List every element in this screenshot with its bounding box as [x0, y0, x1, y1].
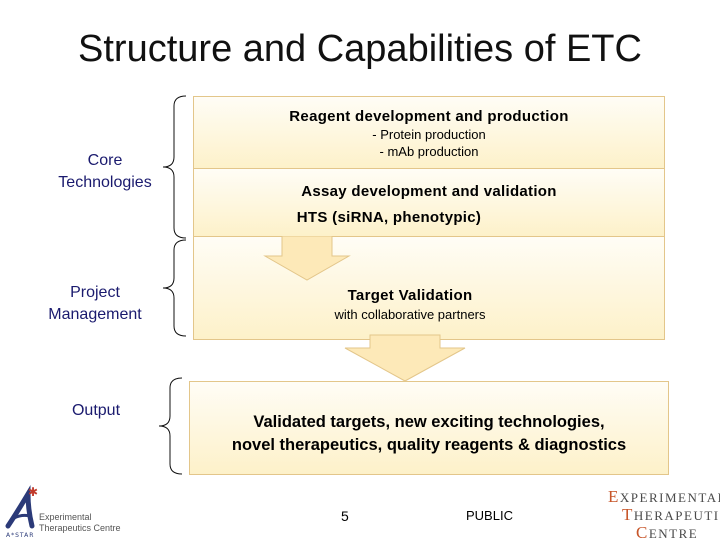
etc-logo-line-3: ENTRE: [648, 526, 699, 541]
etc-logo-cap-c: C: [636, 523, 649, 542]
box-assay-development: Assay development and validation HTS (si…: [193, 168, 665, 238]
etc-logo-cap-e: E: [608, 487, 620, 506]
assay-title: Assay development and validation: [301, 183, 557, 200]
label-output: Output: [71, 402, 121, 419]
page-number: 5: [341, 508, 349, 524]
classification-label: PUBLIC: [466, 508, 513, 523]
box-output: Validated targets, new exciting technolo…: [189, 381, 669, 475]
output-line-2: novel therapeutics, quality reagents & d…: [231, 436, 627, 454]
etc-logo: EXPERIMENTAL THERAPEUTICS CENTRE: [608, 488, 720, 542]
brace-core-icon: [162, 95, 187, 239]
target-validation-title: Target Validation: [347, 287, 473, 304]
reagent-item-mab: - mAb production: [379, 144, 479, 159]
box-reagent-development: Reagent development and production - Pro…: [193, 96, 665, 170]
etc-logo-cap-t: T: [622, 505, 634, 524]
hts-text: HTS (siRNA, phenotypic): [296, 209, 482, 226]
left-logo-text: Experimental Therapeutics Centre: [39, 512, 121, 534]
output-line-1: Validated targets, new exciting technolo…: [253, 413, 605, 431]
svg-text:A*STAR: A*STAR: [6, 532, 34, 538]
target-validation-subtitle: with collaborative partners: [334, 307, 486, 322]
slide-title: Structure and Capabilities of ETC: [78, 28, 642, 70]
brace-output-icon: [158, 377, 183, 475]
etc-logo-line-2: HERAPEUTICS: [633, 508, 720, 523]
left-logo-line-2: Therapeutics Centre: [39, 523, 121, 533]
down-arrow-notch-icon: [263, 236, 351, 281]
astar-logo-icon: ✱ A*STAR: [5, 484, 38, 538]
etc-logo-line-1: XPERIMENTAL: [619, 490, 720, 505]
svg-text:✱: ✱: [28, 485, 38, 499]
box-target-validation: [193, 236, 665, 340]
reagent-item-protein: - Protein production: [372, 127, 486, 142]
label-project-management: Project Management: [48, 284, 142, 323]
label-core-technologies: Core Technologies: [58, 152, 152, 191]
reagent-title: Reagent development and production: [289, 108, 569, 125]
left-logo-line-1: Experimental: [39, 512, 92, 522]
brace-project-icon: [162, 239, 187, 337]
down-arrow-icon: [344, 334, 466, 382]
